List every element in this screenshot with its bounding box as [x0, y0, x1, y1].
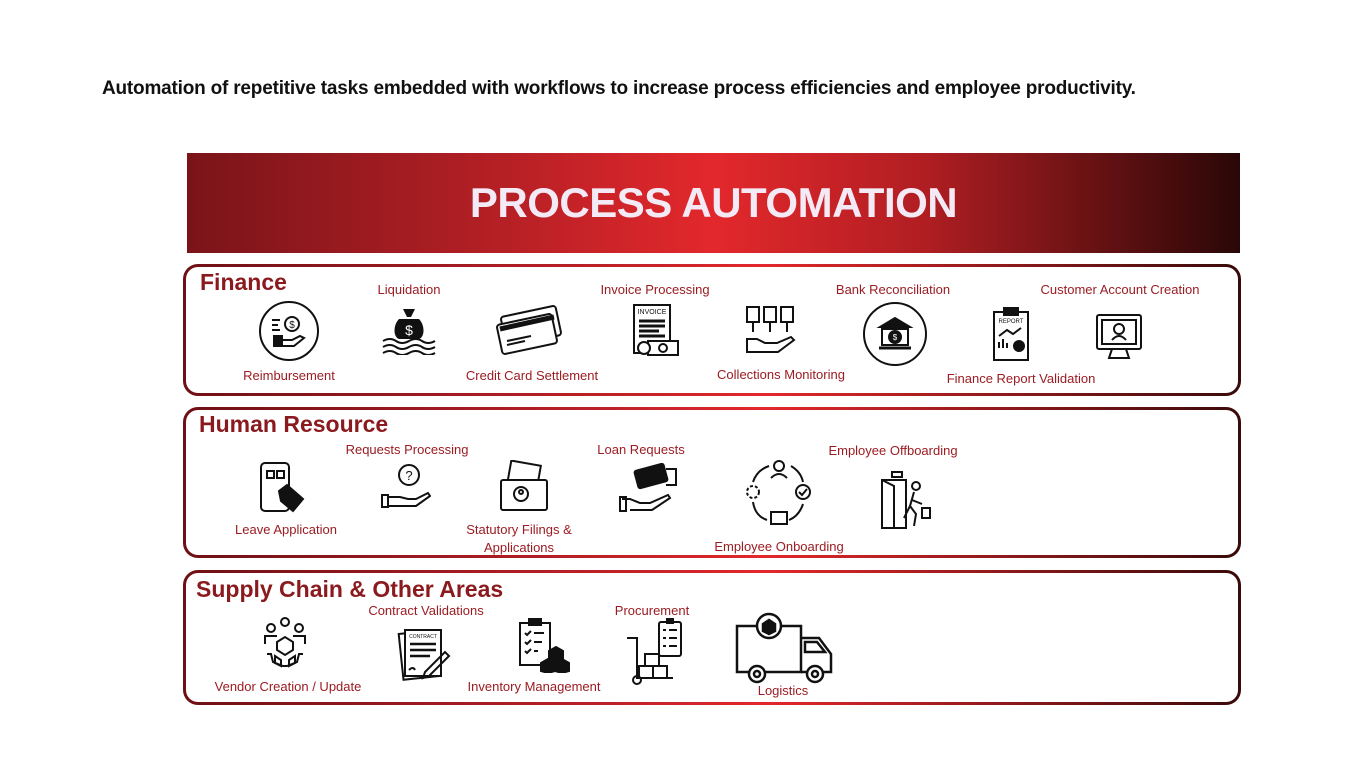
svg-text:?: ?	[405, 468, 412, 483]
reimbursement-icon: $	[258, 300, 320, 362]
label-requests-processing: Requests Processing	[345, 442, 469, 457]
supply-section	[183, 570, 1241, 705]
inventory-icon	[517, 617, 571, 673]
finance-heading: Finance	[200, 269, 287, 295]
label-credit-card-settlement: Credit Card Settlement	[465, 368, 599, 383]
customer-account-icon	[1094, 312, 1144, 362]
svg-text:$: $	[405, 322, 413, 338]
label-line-2: Applications	[483, 540, 555, 555]
label-customer-account-creation: Customer Account Creation	[1040, 282, 1200, 297]
label-invoice-processing: Invoice Processing	[600, 282, 710, 297]
label-inventory-management: Inventory Management	[467, 679, 601, 694]
bank-icon: $	[862, 301, 928, 367]
money-bag-icon: $	[381, 305, 437, 355]
label-employee-onboarding: Employee Onboarding	[714, 539, 844, 554]
procurement-cart-icon	[625, 618, 685, 686]
svg-text:INVOICE: INVOICE	[638, 309, 667, 316]
label-reimbursement: Reimbursement	[243, 368, 335, 383]
loan-hand-icon	[616, 463, 678, 517]
supply-heading: Supply Chain & Other Areas	[196, 576, 504, 602]
label-employee-offboarding: Employee Offboarding	[828, 443, 958, 458]
onboarding-cycle-icon	[741, 456, 817, 528]
label-bank-reconciliation: Bank Reconciliation	[835, 282, 951, 297]
finance-section	[183, 264, 1241, 396]
banner-title: PROCESS AUTOMATION	[469, 179, 958, 226]
label-liquidation: Liquidation	[377, 282, 441, 297]
invoice-icon: INVOICE	[630, 303, 680, 357]
label-leave-application: Leave Application	[235, 522, 337, 537]
vendor-group-icon	[259, 616, 311, 672]
collections-icon	[744, 305, 798, 355]
label-vendor-creation: Vendor Creation / Update	[214, 679, 362, 694]
svg-text:$: $	[893, 333, 898, 342]
folder-documents-icon	[497, 460, 551, 514]
exit-door-icon	[878, 470, 936, 530]
hr-section	[183, 407, 1241, 558]
slide-subtitle: Automation of repetitive tasks embedded …	[102, 78, 1136, 99]
label-procurement: Procurement	[614, 603, 690, 618]
label-loan-requests: Loan Requests	[597, 442, 685, 457]
label-statutory-filings: Statutory Filings & Applications	[466, 521, 572, 557]
svg-text:$: $	[289, 320, 295, 331]
label-collections-monitoring: Collections Monitoring	[717, 367, 845, 382]
svg-text:REPORT: REPORT	[999, 319, 1024, 325]
delivery-truck-icon	[735, 612, 835, 688]
report-icon: REPORT	[991, 306, 1031, 362]
contract-icon: CONTRACT	[397, 628, 453, 682]
label-logistics: Logistics	[757, 683, 809, 698]
svg-text:CONTRACT: CONTRACT	[409, 634, 437, 640]
label-contract-validations: Contract Validations	[368, 603, 484, 618]
label-line-1: Statutory Filings &	[466, 522, 572, 537]
hr-heading: Human Resource	[199, 411, 389, 437]
label-finance-report-validation: Finance Report Validation	[946, 371, 1096, 386]
banner: PROCESS AUTOMATION	[187, 153, 1240, 253]
credit-card-icon	[495, 305, 565, 355]
request-hand-icon: ?	[379, 463, 431, 511]
mobile-tap-icon	[257, 461, 313, 515]
